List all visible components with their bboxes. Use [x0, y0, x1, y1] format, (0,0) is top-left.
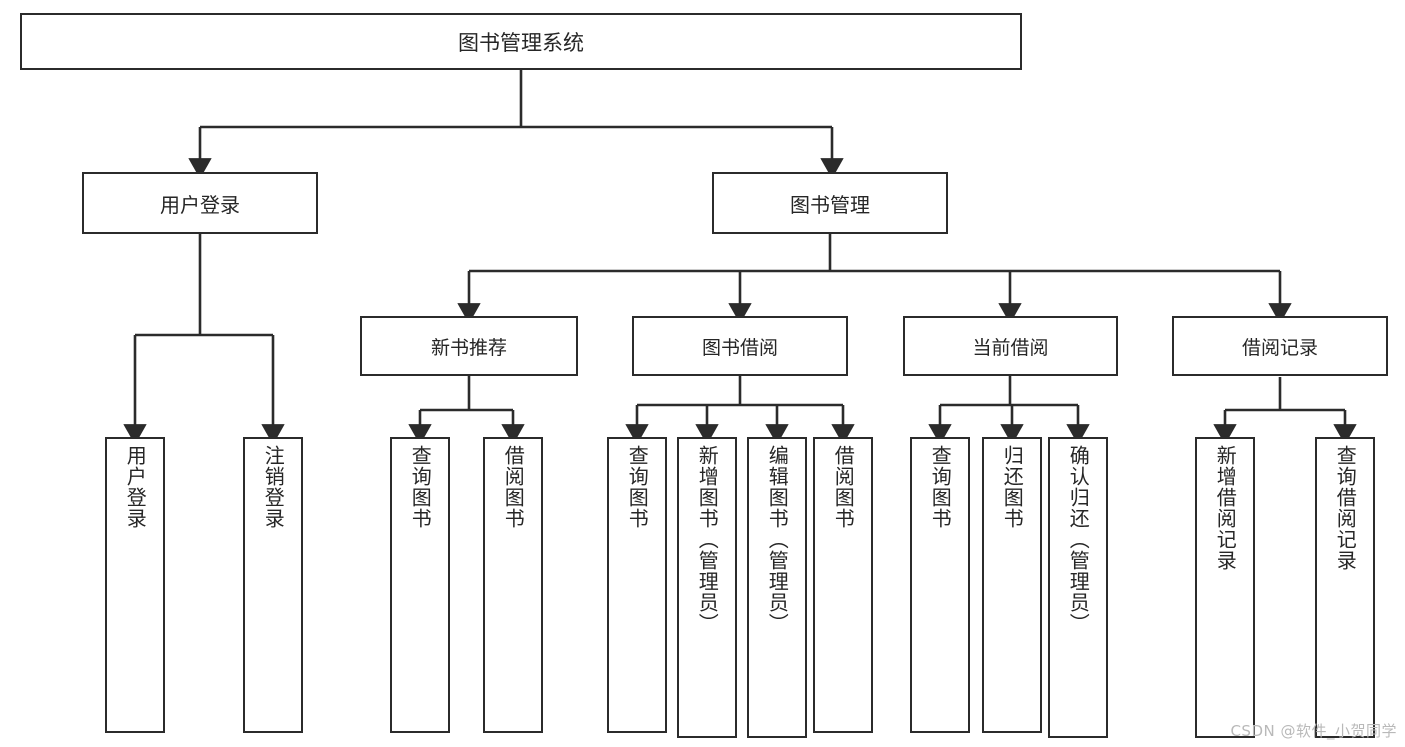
leaf-user-login[interactable]: 用户登录 — [105, 437, 165, 733]
leaf-current-query-book[interactable]: 查询图书 — [910, 437, 970, 733]
leaf-edit-book-admin[interactable]: 编辑图书（管理员） — [747, 437, 807, 738]
leaf-query-borrow-record-label: 查询借阅记录 — [1333, 445, 1358, 571]
node-current-borrow[interactable]: 当前借阅 — [903, 316, 1118, 376]
leaf-add-borrow-record[interactable]: 新增借阅记录 — [1195, 437, 1255, 738]
node-current-borrow-label: 当前借阅 — [972, 336, 1049, 359]
node-book-management-label: 图书管理 — [790, 192, 870, 217]
leaf-borrow-book[interactable]: 借阅图书 — [813, 437, 873, 733]
watermark: CSDN @软件_小贺同学 — [1230, 722, 1397, 740]
leaf-borrow-query-book[interactable]: 查询图书 — [607, 437, 667, 733]
leaf-confirm-return-admin[interactable]: 确认归还（管理员） — [1048, 437, 1108, 738]
leaf-add-book-admin-label: 新增图书（管理员） — [695, 445, 720, 634]
node-book-management[interactable]: 图书管理 — [712, 172, 948, 234]
leaf-newbook-borrow-book[interactable]: 借阅图书 — [483, 437, 543, 733]
node-user-login[interactable]: 用户登录 — [82, 172, 318, 234]
leaf-return-book-label: 归还图书 — [1000, 445, 1025, 529]
node-new-book-recommend-label: 新书推荐 — [430, 336, 507, 359]
node-book-borrow[interactable]: 图书借阅 — [632, 316, 848, 376]
node-borrow-record[interactable]: 借阅记录 — [1172, 316, 1388, 376]
node-root-label: 图书管理系统 — [458, 30, 584, 55]
leaf-logout-label: 注销登录 — [261, 445, 286, 529]
leaf-edit-book-admin-label: 编辑图书（管理员） — [765, 445, 790, 634]
node-user-login-label: 用户登录 — [160, 192, 240, 217]
node-root[interactable]: 图书管理系统 — [20, 13, 1022, 70]
leaf-current-query-book-label: 查询图书 — [928, 445, 953, 529]
leaf-add-book-admin[interactable]: 新增图书（管理员） — [677, 437, 737, 738]
leaf-add-borrow-record-label: 新增借阅记录 — [1213, 445, 1238, 571]
node-book-borrow-label: 图书借阅 — [701, 336, 778, 359]
node-borrow-record-label: 借阅记录 — [1241, 336, 1318, 359]
leaf-newbook-query-book[interactable]: 查询图书 — [390, 437, 450, 733]
leaf-query-borrow-record[interactable]: 查询借阅记录 — [1315, 437, 1375, 738]
leaf-user-login-label: 用户登录 — [123, 445, 148, 529]
leaf-logout[interactable]: 注销登录 — [243, 437, 303, 733]
leaf-newbook-borrow-book-label: 借阅图书 — [501, 445, 526, 529]
node-new-book-recommend[interactable]: 新书推荐 — [360, 316, 578, 376]
leaf-confirm-return-admin-label: 确认归还（管理员） — [1066, 445, 1091, 634]
leaf-newbook-query-book-label: 查询图书 — [408, 445, 433, 529]
leaf-borrow-book-label: 借阅图书 — [831, 445, 856, 529]
leaf-borrow-query-book-label: 查询图书 — [625, 445, 650, 529]
leaf-return-book[interactable]: 归还图书 — [982, 437, 1042, 733]
